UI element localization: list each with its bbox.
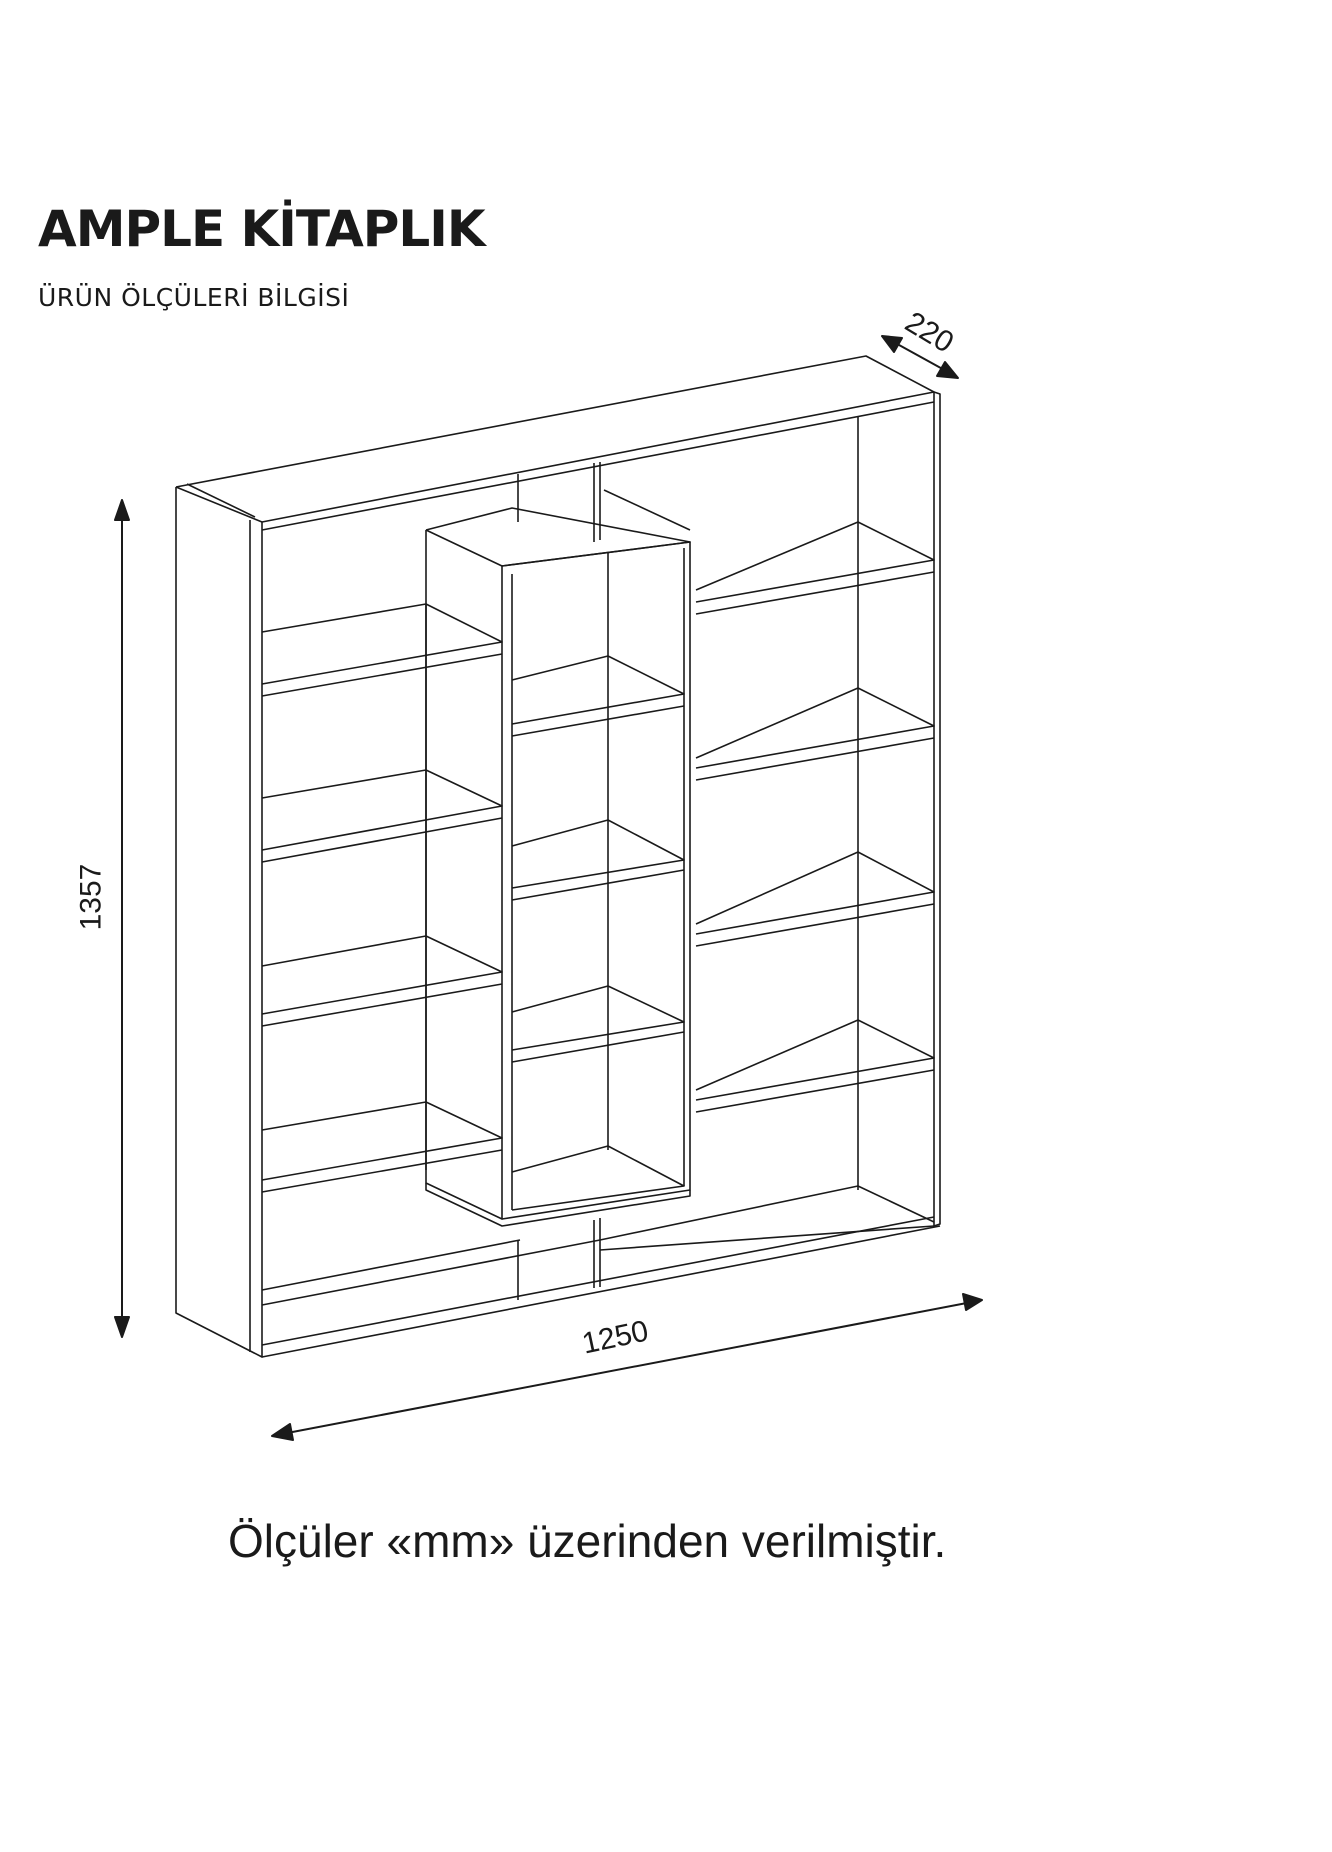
bookshelf-outline [175,355,941,1358]
product-subtitle: ÜRÜN ÖLÇÜLERİ BİLGİSİ [38,283,350,312]
units-footnote: Ölçüler «mm» üzerinden verilmiştir. [228,1515,947,1567]
width-arrow [281,1301,973,1435]
dimension-arrows [114,335,983,1441]
left-shelves [261,603,503,1193]
bookshelf-drawing [114,335,983,1441]
height-dimension-label: 1357 [74,863,108,931]
central-tower [425,489,691,1227]
right-shelves [599,521,935,1251]
depth-arrow [889,339,949,373]
product-title: AMPLE KİTAPLIK [38,200,486,258]
